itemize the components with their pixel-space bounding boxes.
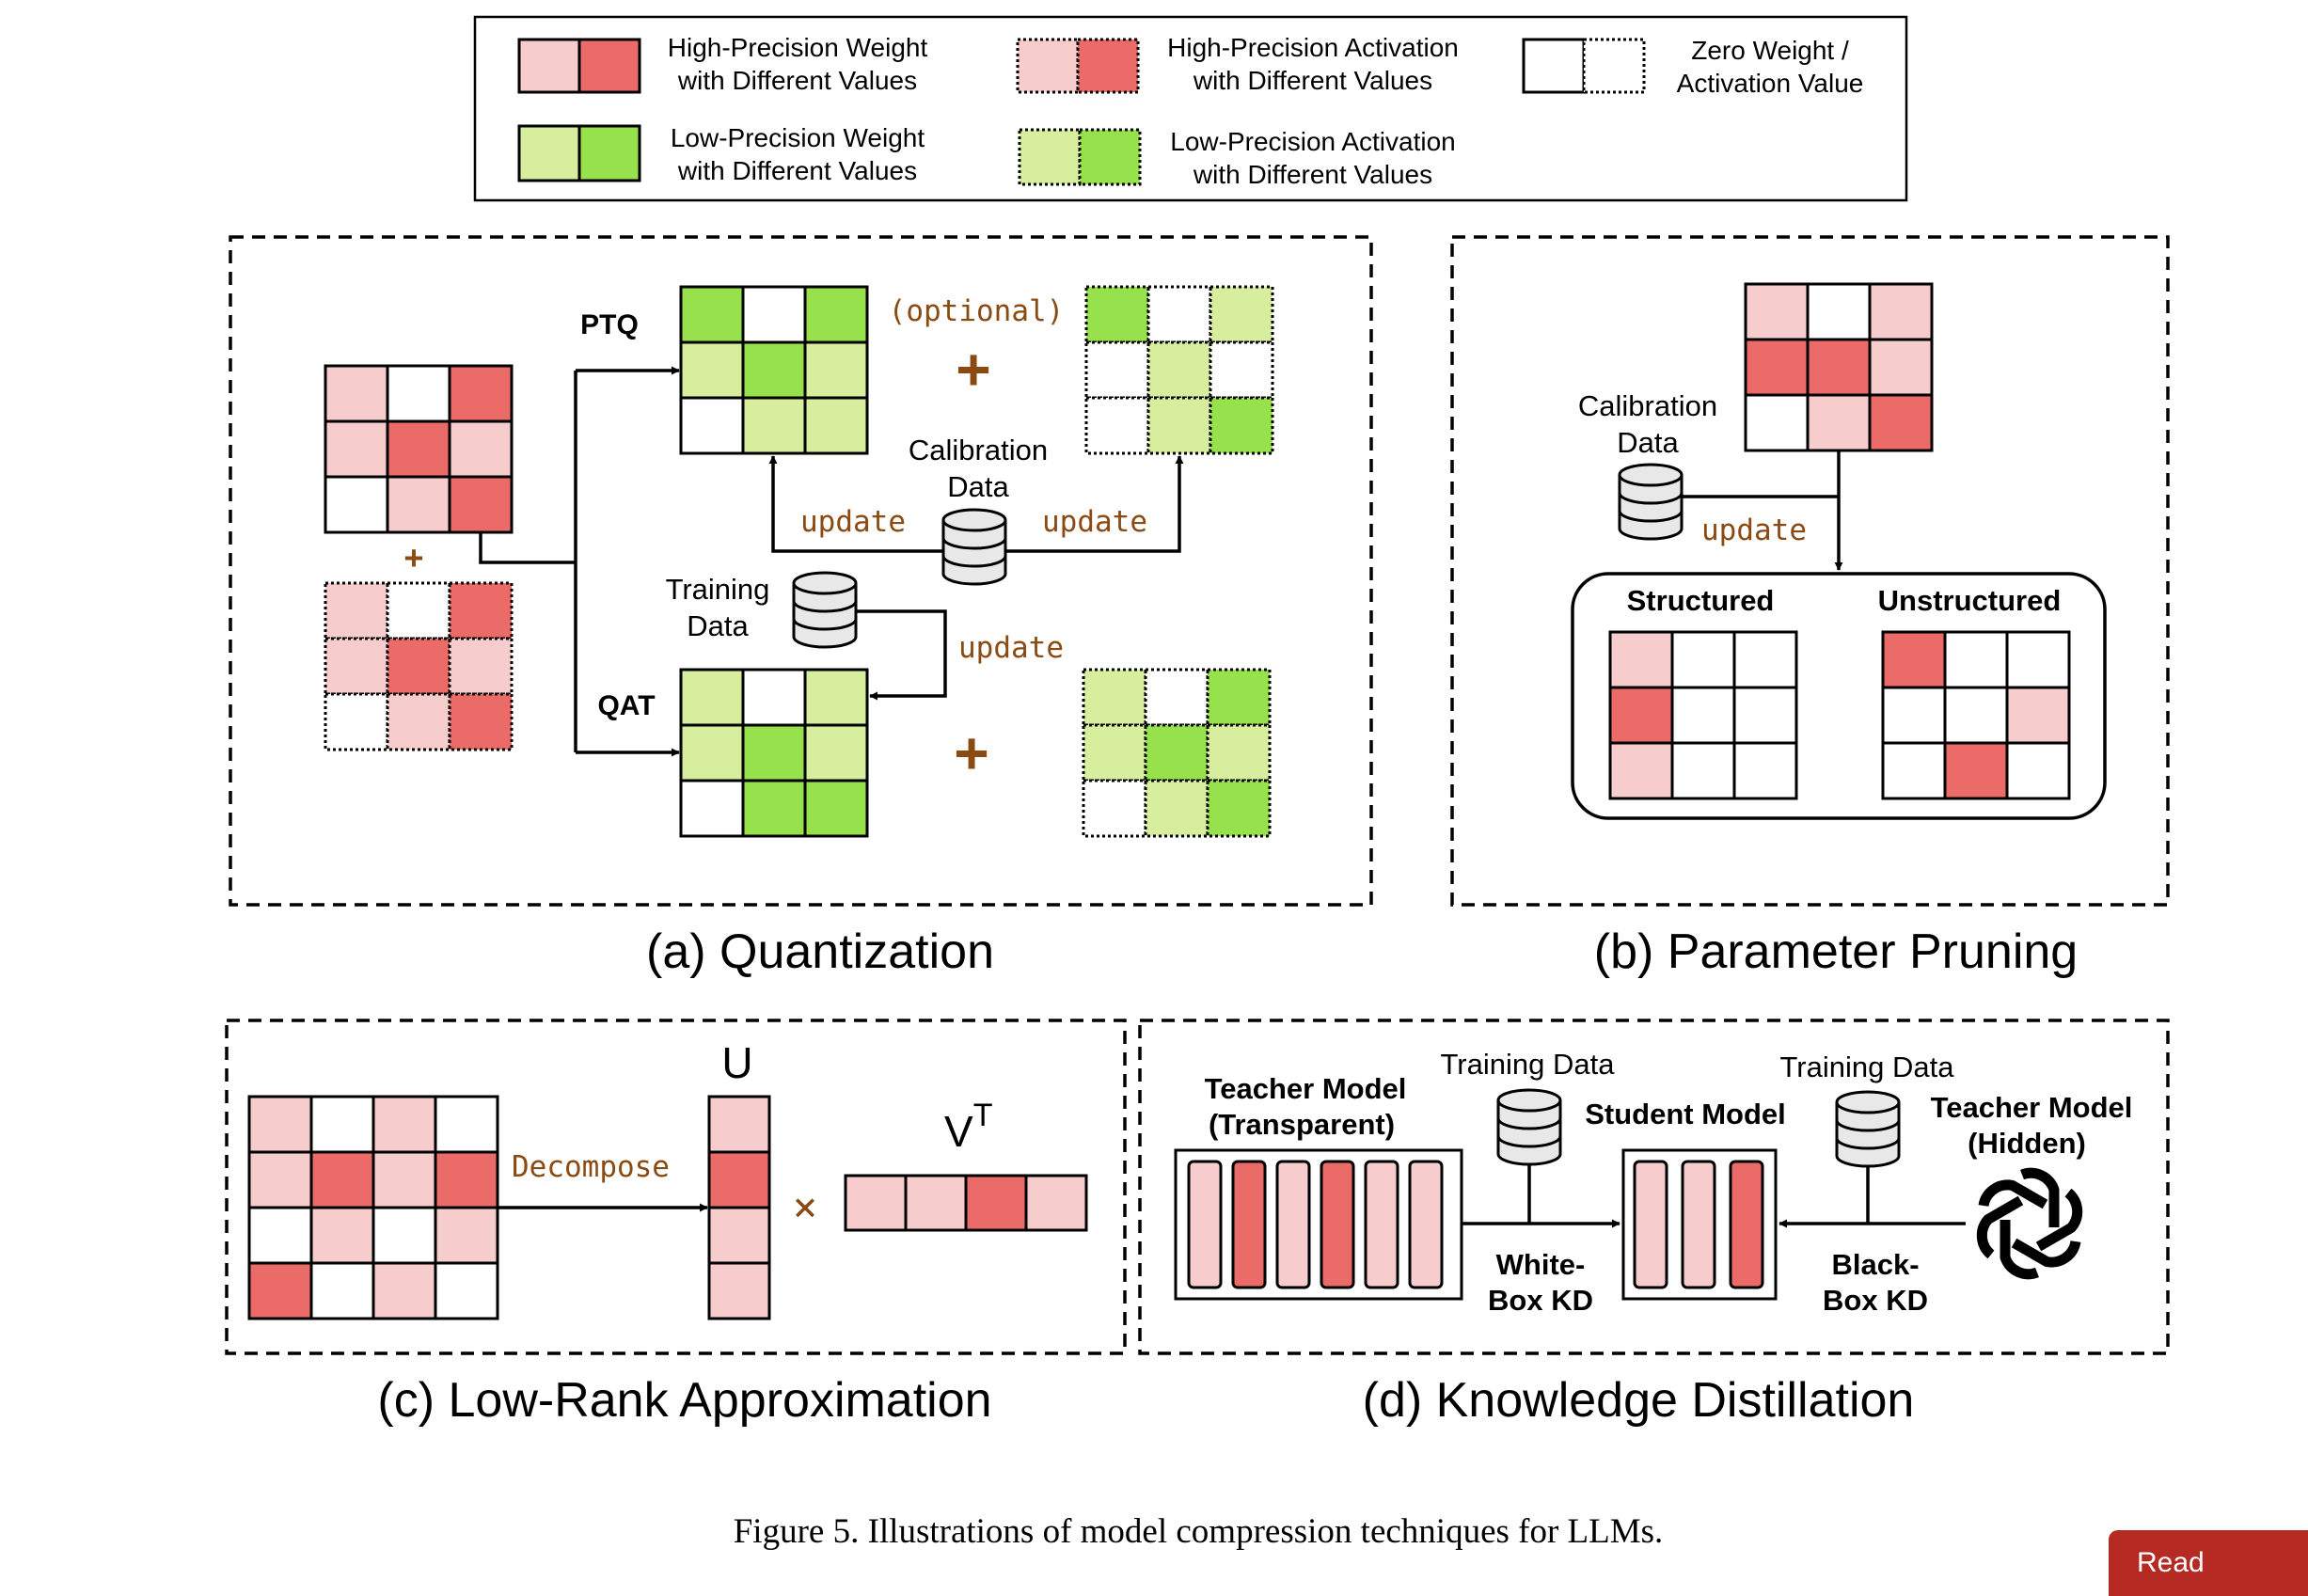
qat-lp-activation-matrix	[1082, 668, 1272, 838]
caption-lowrank: (c) Low-Rank Approximation	[377, 1373, 991, 1428]
update-label-right: update	[1042, 505, 1147, 539]
multiply-sign: ×	[793, 1183, 818, 1231]
training-update-arrow	[856, 609, 947, 701]
pruning-update-label: update	[1701, 514, 1807, 547]
white-box-kd-label-2: Box KD	[1488, 1284, 1593, 1317]
decompose-label: Decompose	[512, 1150, 670, 1184]
branch-arrows	[479, 366, 680, 757]
plus-sign-ptq: +	[956, 336, 990, 402]
structured-matrix	[1608, 630, 1798, 800]
hp-weight-matrix	[324, 364, 514, 534]
qat-label: QAT	[597, 690, 655, 721]
kd-training-data-label-2: Training Data	[1780, 1051, 1955, 1083]
ptq-lp-activation-matrix	[1084, 285, 1274, 455]
teacher-transparent-model	[1174, 1148, 1463, 1301]
calibration-data-label-1: Calibration	[909, 434, 1048, 466]
kd-database-icon-black	[1835, 1090, 1901, 1168]
caption-quantization: (a) Quantization	[646, 924, 994, 979]
update-label-left: update	[800, 505, 906, 539]
caption-kd: (d) Knowledge Distillation	[1363, 1373, 1915, 1428]
calibration-update-arrows	[768, 455, 1184, 553]
ptq-lp-weight-matrix	[679, 285, 869, 455]
legend-hp-activation-line2: with Different Values	[1193, 66, 1432, 95]
legend-hp-weight-line2: with Different Values	[677, 66, 917, 95]
ptq-label: PTQ	[580, 309, 639, 340]
legend-hp-weight-line1: High-Precision Weight	[668, 33, 928, 62]
legend-lp-weight-line2: with Different Values	[677, 156, 917, 185]
calibration-data-label-2: Data	[947, 470, 1009, 503]
figure-caption: Figure 5. Illustrations of model compres…	[734, 1512, 1664, 1551]
lowrank-weight-matrix	[247, 1095, 499, 1320]
update-label-qat: update	[958, 631, 1064, 665]
black-box-kd-label-1: Black-	[1831, 1248, 1919, 1281]
training-data-label-1: Training	[666, 573, 770, 606]
qat-lp-weight-matrix	[679, 668, 869, 838]
teacher-hidden-label-2: (Hidden)	[1968, 1127, 2086, 1160]
kd-training-data-label-1: Training Data	[1441, 1048, 1616, 1081]
vt-vector	[844, 1174, 1088, 1232]
pruning-calibration-label-2: Data	[1617, 426, 1679, 459]
legend-hp-activation-line1: High-Precision Activation	[1167, 33, 1459, 62]
student-model-label: Student Model	[1585, 1098, 1786, 1130]
panel-lowrank: Decompose U × VT (c) Low-Rank Approximat…	[225, 1019, 1127, 1428]
caption-pruning: (b) Parameter Pruning	[1594, 924, 2078, 979]
hp-activation-matrix	[324, 581, 514, 751]
panel-kd: Training Data Training Data Teacher Mode…	[1138, 1019, 2170, 1428]
optional-label: (optional)	[889, 294, 1065, 328]
legend-lp-weight-line1: Low-Precision Weight	[671, 123, 925, 152]
pruning-database-icon	[1618, 463, 1684, 541]
teacher-transparent-label-2: (Transparent)	[1209, 1108, 1395, 1141]
kd-database-icon-white	[1496, 1088, 1562, 1166]
structured-label: Structured	[1627, 584, 1775, 617]
pruning-calibration-label-1: Calibration	[1578, 389, 1717, 422]
panel-quantization: + PTQ QAT (optional) +	[229, 235, 1373, 979]
legend-zero-line1: Zero Weight /	[1691, 36, 1849, 65]
kd-arrows	[1462, 1164, 1966, 1228]
read-button[interactable]: Read	[2109, 1530, 2308, 1596]
legend-lp-activation-line1: Low-Precision Activation	[1170, 127, 1455, 156]
plus-sign-qat: +	[955, 719, 988, 785]
panel-pruning: Calibration Data update Structured Unstr…	[1450, 235, 2170, 979]
training-data-label-2: Data	[687, 609, 749, 642]
legend-zero-line2: Activation Value	[1677, 69, 1864, 98]
white-box-kd-label-1: White-	[1496, 1248, 1586, 1281]
training-database-icon	[792, 571, 858, 649]
unstructured-label: Unstructured	[1878, 584, 2062, 617]
u-label: U	[721, 1038, 752, 1087]
u-vector	[707, 1095, 771, 1320]
openai-logo-icon	[1976, 1167, 2083, 1280]
black-box-kd-label-2: Box KD	[1823, 1284, 1928, 1317]
v-label: VT	[944, 1098, 992, 1156]
pruning-weight-matrix	[1744, 282, 1934, 452]
teacher-transparent-label-1: Teacher Model	[1205, 1072, 1407, 1105]
legend-lp-activation-line2: with Different Values	[1193, 160, 1432, 189]
legend: High-Precision Weight with Different Val…	[473, 15, 1908, 202]
calibration-database-icon	[941, 508, 1007, 586]
plus-sign-hp: +	[404, 539, 423, 577]
student-model	[1621, 1148, 1778, 1301]
teacher-hidden-label-1: Teacher Model	[1931, 1091, 2133, 1124]
pruning-results-box	[1571, 572, 2107, 820]
unstructured-matrix	[1881, 630, 2071, 800]
